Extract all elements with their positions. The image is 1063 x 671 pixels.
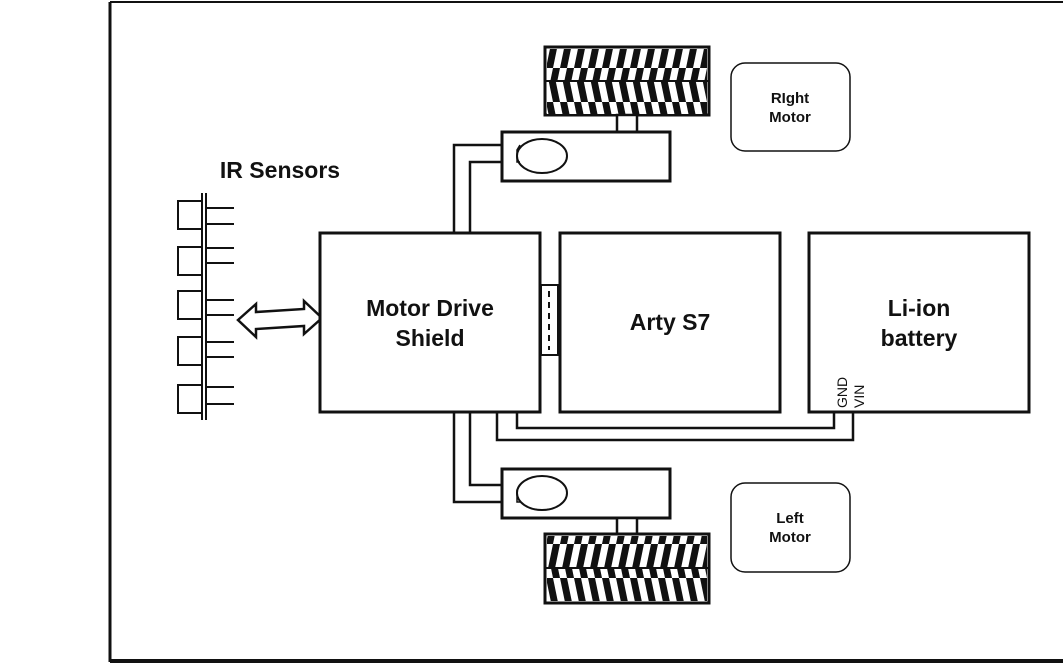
vin-pin-label: VIN bbox=[851, 385, 867, 408]
ir-sensor-4 bbox=[177, 336, 203, 366]
left-motor-label-line2: Motor bbox=[769, 529, 811, 546]
gnd-pin-label: GND bbox=[834, 377, 850, 408]
motor-drive-shield-block: Motor Drive Shield bbox=[318, 231, 542, 414]
ir-sensors-label: IR Sensors bbox=[220, 157, 340, 183]
right-motor-assembly bbox=[500, 45, 711, 183]
motor-icon bbox=[516, 138, 568, 174]
arty-s7-block: Arty S7 bbox=[558, 231, 782, 414]
shield-arty-connector bbox=[540, 284, 559, 356]
double-arrow-icon bbox=[236, 298, 324, 340]
ir-sensor-5 bbox=[177, 384, 203, 414]
motor-drive-label-line2: Shield bbox=[395, 325, 464, 351]
left-motor-label-box: Left Motor bbox=[730, 482, 851, 573]
arty-label: Arty S7 bbox=[630, 309, 711, 335]
ir-sensor-2 bbox=[177, 246, 203, 276]
right-motor-label-line2: Motor bbox=[769, 109, 811, 126]
ir-sensor-1 bbox=[177, 200, 203, 230]
motor-icon bbox=[516, 475, 568, 511]
outer-frame bbox=[108, 1, 1063, 663]
right-motor-label-line1: RIght bbox=[771, 90, 809, 107]
battery-label-line2: battery bbox=[881, 325, 958, 351]
ir-sensor-3 bbox=[177, 290, 203, 320]
battery-label-line1: Li-ion bbox=[888, 295, 951, 321]
right-motor-label-box: RIght Motor bbox=[730, 62, 851, 152]
left-motor-assembly bbox=[500, 467, 711, 605]
motor-drive-label-line1: Motor Drive bbox=[366, 295, 494, 321]
power-wires bbox=[495, 412, 855, 442]
left-motor-label-line1: Left bbox=[776, 510, 804, 527]
li-ion-battery-block: Li-ion battery GND VIN bbox=[807, 231, 1031, 414]
ir-sensor-array bbox=[177, 193, 234, 420]
